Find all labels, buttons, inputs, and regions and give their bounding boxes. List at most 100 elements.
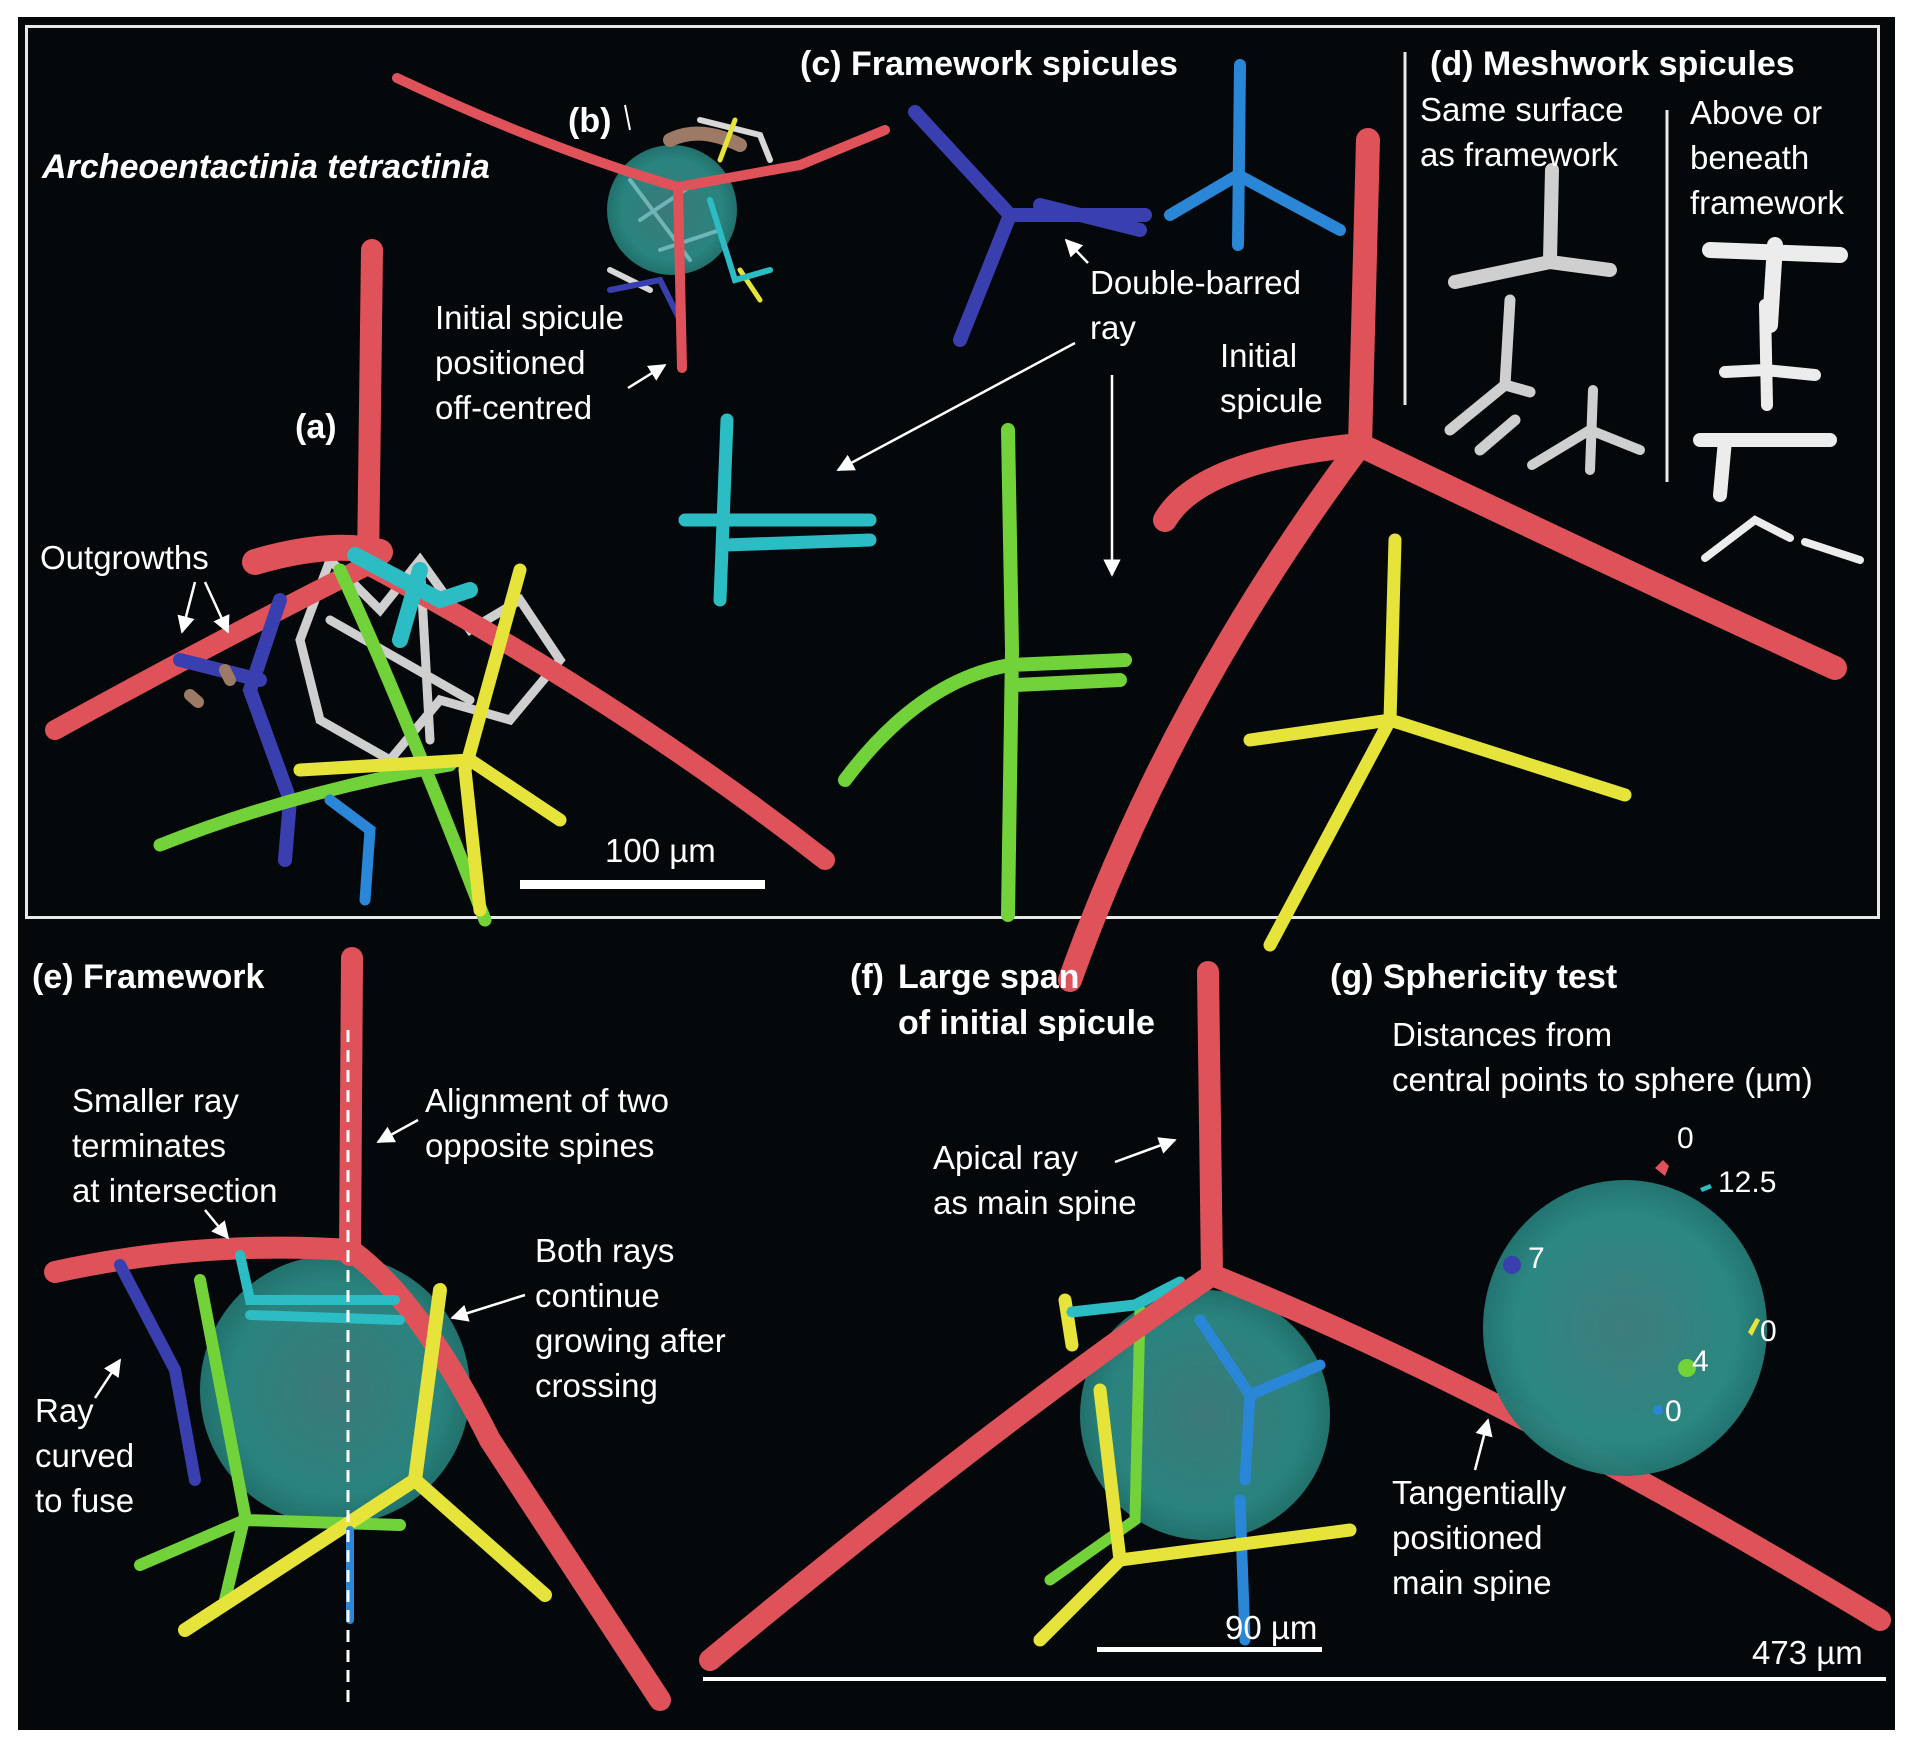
e-ray-curved-line-2: curved xyxy=(35,1437,135,1474)
e-alignment-line-1: Alignment of two xyxy=(425,1082,669,1119)
a-red-spicule-left xyxy=(45,555,378,740)
e-alignment-line-2: opposite spines xyxy=(425,1127,655,1164)
scale-100um: 100 µm xyxy=(605,832,716,869)
g-distance-lower: 4 xyxy=(1692,1345,1709,1378)
panel-d-letter: (d) xyxy=(1430,45,1474,83)
a-red-spicule-right xyxy=(358,555,835,870)
b-grey-meshwork xyxy=(607,117,773,293)
span-473um: 473 µm xyxy=(1752,1634,1863,1671)
panel-e-title: Framework xyxy=(83,958,265,996)
c-initial-spicule-line-1: Initial xyxy=(1220,337,1298,374)
panel-a-model xyxy=(45,239,835,927)
e-arrow-smaller-ray xyxy=(204,1209,230,1240)
b-red-initial-spicule xyxy=(392,73,890,373)
panel-f-title-line-2: of initial spicule xyxy=(898,1004,1155,1042)
g-point-cyan xyxy=(1700,1184,1712,1192)
panel-d-title: Meshwork spicules xyxy=(1482,45,1795,83)
panel-f-label: (f) xyxy=(850,958,884,996)
scale-90um: 90 µm xyxy=(1225,1609,1318,1646)
outgrowths-annotation: Outgrowths xyxy=(40,539,209,576)
g-point-blue xyxy=(1503,1256,1521,1274)
e-yellow-spicule xyxy=(178,1283,552,1637)
e-smaller-ray-line-1: Smaller ray xyxy=(72,1082,239,1119)
panel-b-model xyxy=(392,73,890,373)
panel-c-letter: (c) xyxy=(800,45,842,83)
a-red-initial-spicule xyxy=(357,239,383,576)
panel-d-models xyxy=(1444,163,1864,564)
f-apical-line-1: Apical ray xyxy=(933,1139,1078,1176)
e-ray-curved-line-3: to fuse xyxy=(35,1482,135,1519)
a-green-spicule xyxy=(153,563,492,927)
a-arrow-outgrowth-1 xyxy=(177,581,197,634)
a-arrow-outgrowth-2 xyxy=(203,581,230,634)
b-annotation-line-2: positioned xyxy=(435,344,586,381)
d-same-2 xyxy=(1444,294,1536,456)
b-blue xyxy=(607,276,683,323)
panel-e-model xyxy=(44,947,671,1711)
g-point-yellow xyxy=(1748,1318,1760,1336)
c-double-barred-line-1: Double-barred xyxy=(1090,264,1301,301)
g-distance-right: 0 xyxy=(1760,1315,1777,1348)
panel-e-label: (e) Framework xyxy=(32,958,264,996)
c-cyan-spicule xyxy=(678,413,877,607)
b-label-tick xyxy=(624,104,631,131)
f-scale-bar-90 xyxy=(1097,1647,1322,1652)
a-yellow-spicule xyxy=(293,563,567,917)
panel-g-label: (g) Sphericity test xyxy=(1330,958,1617,996)
upper-panels-frame xyxy=(25,25,1880,919)
d-same-3 xyxy=(1527,385,1645,475)
e-blue-spicule xyxy=(114,1259,201,1486)
c-double-barred-line-2: ray xyxy=(1090,309,1136,346)
g-sphere xyxy=(1483,1180,1767,1476)
f-arrow-tangential xyxy=(1473,1418,1493,1471)
c-lightblue-spicule xyxy=(1164,59,1346,251)
a-outgrowth-2 xyxy=(219,664,236,686)
e-ray-curved-line-1: Ray xyxy=(35,1392,94,1429)
a-cyan-spicule xyxy=(347,547,478,648)
c-arrow-blue xyxy=(1064,238,1089,264)
e-arrow-both-rays xyxy=(450,1293,526,1322)
c-initial-spicule-line-2: spicule xyxy=(1220,382,1323,419)
a-red-bar xyxy=(242,534,393,575)
panel-f-title-line-1: Large span xyxy=(898,958,1080,996)
panel-g-model xyxy=(1483,1160,1767,1476)
a-outgrowth-1 xyxy=(184,689,204,708)
e-both-rays-line-3: growing after xyxy=(535,1322,726,1359)
c-blue-spicule xyxy=(908,105,1152,347)
b-annotation-line-3: off-centred xyxy=(435,389,593,426)
d-col2-line-3: framework xyxy=(1690,184,1845,221)
f-lightblue-spicule xyxy=(1194,1314,1326,1646)
d-same-1 xyxy=(1448,163,1617,289)
f-tangential-line-3: main spine xyxy=(1392,1564,1552,1601)
e-smaller-ray-line-3: at intersection xyxy=(72,1172,278,1209)
panel-g-title: Sphericity test xyxy=(1382,958,1618,996)
d-col2-line-2: beneath xyxy=(1690,139,1810,176)
e-red-initial-spicule xyxy=(44,947,671,1711)
panel-c-label: (c) Framework spicules xyxy=(800,45,1178,83)
c-green-spicule xyxy=(838,423,1132,922)
c-yellow-spicule xyxy=(1243,533,1632,952)
panel-d-label: (d) Meshwork spicules xyxy=(1430,45,1795,83)
e-both-rays-line-4: crossing xyxy=(535,1367,658,1404)
panel-g-letter: (g) xyxy=(1330,958,1374,996)
f-apical-line-2: as main spine xyxy=(933,1184,1137,1221)
f-tangential-line-2: positioned xyxy=(1392,1519,1543,1556)
g-point-top-red xyxy=(1655,1160,1669,1176)
panel-b-label: (b) xyxy=(568,102,612,140)
d-above-4 xyxy=(1701,515,1864,564)
c-red-initial-spicule xyxy=(1058,128,1847,992)
panel-c-models xyxy=(678,59,1847,992)
f-yellow-spicule xyxy=(1033,1293,1357,1647)
panel-f-model xyxy=(699,961,1891,1671)
g-distance-left: 7 xyxy=(1528,1242,1545,1275)
g-distance-top: 0 xyxy=(1677,1122,1694,1155)
a-lightblue-spicule xyxy=(324,794,376,906)
e-arrow-ray-curved xyxy=(93,1358,122,1399)
f-arrow-apical xyxy=(1114,1137,1177,1164)
g-distance-upper-right: 12.5 xyxy=(1718,1166,1777,1199)
e-arrow-alignment xyxy=(376,1118,419,1144)
b-annotation-line-1: Initial spicule xyxy=(435,299,624,336)
e-both-rays-line-1: Both rays xyxy=(535,1232,675,1269)
d-col1-line-1: Same surface xyxy=(1420,91,1624,128)
species-title: Archeoentactinia tetractinia xyxy=(42,148,490,186)
